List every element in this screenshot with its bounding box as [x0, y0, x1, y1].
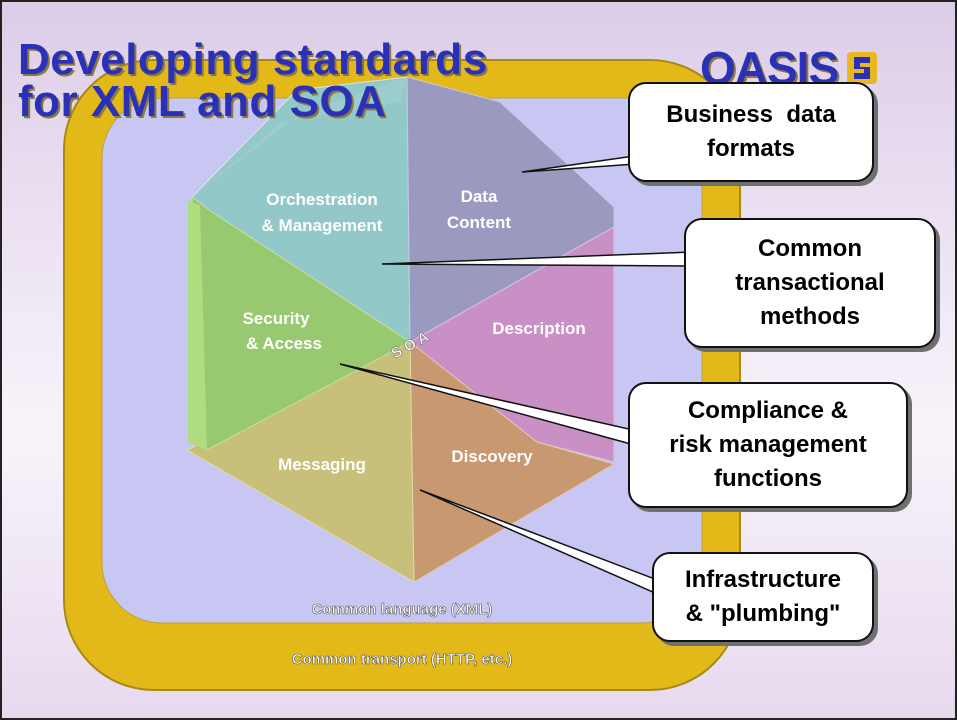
callout-compliance-line-3: functions [713, 465, 822, 492]
callout-transactional-line-1: Common [757, 235, 862, 262]
callout-business-line-2: formats [706, 135, 796, 162]
callout-compliance-line-1: Compliance & [687, 397, 848, 424]
segment-orchestration-top [192, 77, 407, 197]
segment-security-edge [188, 200, 207, 450]
label-orchestration: Orchestration [266, 190, 377, 209]
segment-data-content [406, 76, 615, 343]
label-data-content-2: Content [447, 213, 512, 232]
callout-infrastructure-plumbing: Infrastructure & "plumbing" [652, 552, 874, 642]
label-discovery: Discovery [451, 447, 533, 466]
callout-infrastructure-line-1: Infrastructure [684, 566, 842, 593]
label-orchestration-2: & Management [262, 216, 383, 235]
callout-common-transactional-methods: Common transactional methods [684, 218, 936, 348]
label-data-content: Data [461, 187, 498, 206]
callout-transactional-line-2: transactional [735, 269, 885, 296]
oasis-logo-mark-icon [847, 52, 878, 84]
callout-infrastructure-line-2: & "plumbing" [685, 600, 841, 627]
callout-business-data-formats: Business data formats [628, 82, 874, 182]
label-messaging: Messaging [278, 455, 366, 474]
label-security-2: & Access [246, 334, 322, 353]
label-description: Description [492, 319, 586, 338]
slide-title-line-2: for XML and SOA [18, 77, 387, 126]
common-language-label: Common language (XML) [312, 601, 493, 618]
common-transport-label: Common transport (HTTP, etc.) [292, 651, 513, 668]
callout-business-line-1: Business data [666, 101, 836, 128]
callout-compliance-risk-management: Compliance & risk management functions [628, 382, 908, 508]
label-security: Security [242, 309, 310, 328]
callout-transactional-line-3: methods [759, 303, 860, 330]
callout-compliance-line-2: risk management [669, 431, 867, 458]
slide-title-line-1: Developing standards [18, 35, 488, 84]
